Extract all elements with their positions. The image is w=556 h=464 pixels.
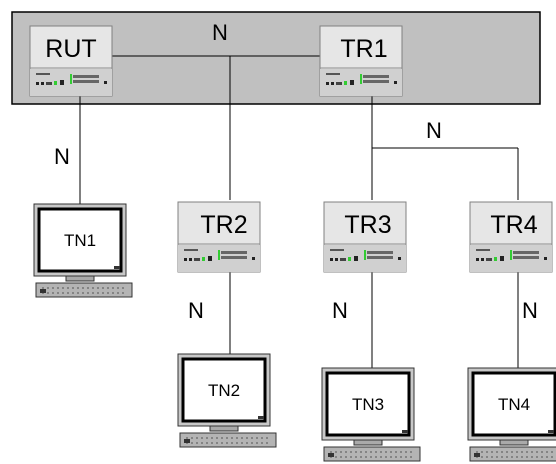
terminal-tn1-label: TN1 (64, 231, 96, 250)
terminal-tn2: TN2 (176, 352, 278, 449)
terminal-tn3: TN3 (320, 366, 422, 463)
terminal-tn3-label: TN3 (352, 395, 384, 414)
terminal-tn2-label: TN2 (208, 381, 240, 400)
device-tr2-label: TR2 (200, 211, 247, 239)
device-rut: RUT (29, 25, 113, 97)
device-tr4: TR4 (469, 201, 553, 273)
link-label-rut-tr1: N (212, 20, 228, 45)
terminal-tn4-label: TN4 (498, 395, 530, 414)
terminal-tn4: TN4 (466, 366, 556, 463)
device-rut-label: RUT (45, 35, 96, 63)
device-tr1: TR1 (319, 25, 403, 97)
device-tr2: TR2 (177, 201, 261, 273)
link-label-tr1-branch: N (426, 118, 442, 143)
device-tr3-label: TR3 (344, 211, 391, 239)
device-tr3: TR3 (323, 201, 407, 273)
device-tr1-label: TR1 (340, 35, 387, 63)
link-label-tr3-tn3: N (332, 298, 348, 323)
link-label-tr2-tn2: N (188, 298, 204, 323)
link-label-rut-tn1: N (54, 144, 70, 169)
device-tr4-label: TR4 (490, 211, 537, 239)
terminal-tn1: TN1 (32, 202, 134, 299)
link-label-tr4-tn4: N (522, 298, 538, 323)
